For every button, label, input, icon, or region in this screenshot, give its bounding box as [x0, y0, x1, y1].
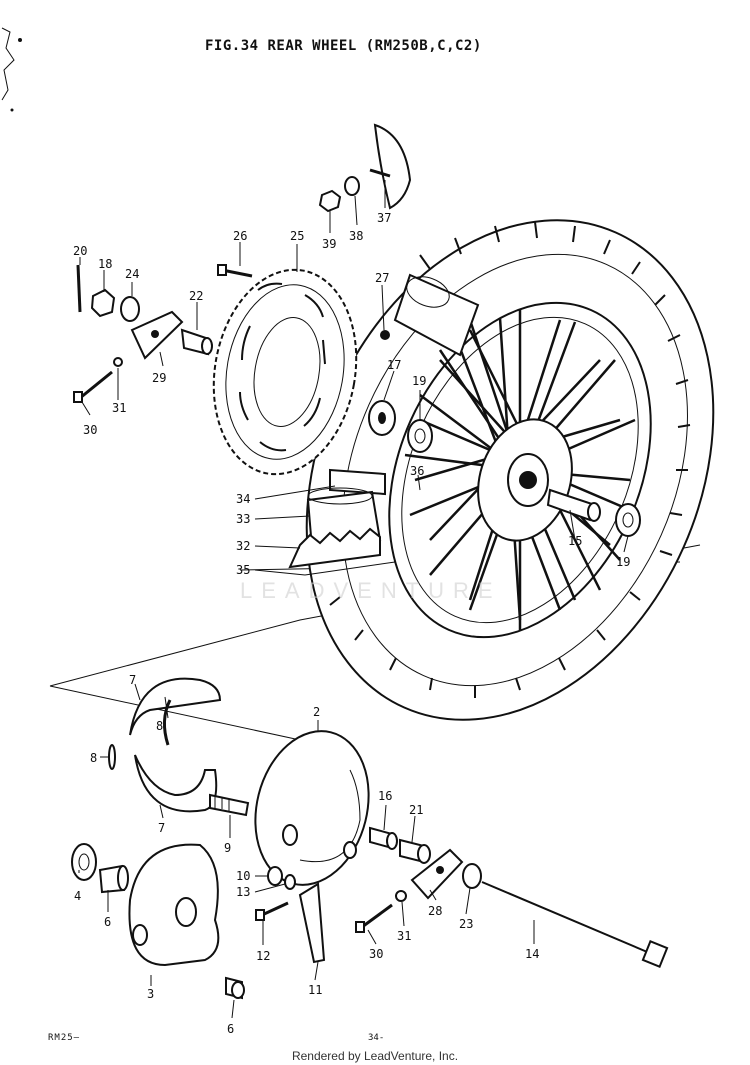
- damper-32: [288, 527, 381, 569]
- chain-adjuster-28: [410, 848, 464, 900]
- render-credit: Rendered by LeadVenture, Inc.: [291, 1049, 459, 1063]
- leader-lines: [78, 180, 629, 1019]
- footer-page-number: 34-: [368, 1033, 385, 1043]
- spacer-6-bottom: [225, 976, 245, 1000]
- callout-23: 23: [459, 917, 473, 931]
- callout-4: 4: [74, 889, 81, 903]
- callout-28: 28: [428, 904, 442, 918]
- brake-shoe-spring: [108, 699, 172, 770]
- spacer-21: [399, 838, 431, 864]
- callout-37: 37: [377, 211, 391, 225]
- callout-24: 24: [125, 267, 139, 281]
- callout-20: 20: [73, 244, 87, 258]
- brake-cam-9: [209, 793, 250, 817]
- callout-19: 19: [412, 374, 426, 388]
- callout-13: 13: [236, 885, 250, 899]
- callout-16: 16: [378, 789, 392, 803]
- bearing-19-right: [615, 503, 641, 537]
- callout-34: 34: [236, 492, 250, 506]
- adjuster-bolt-30-top: [73, 370, 113, 403]
- callout-32: 32: [236, 539, 250, 553]
- rear-sprocket: [212, 268, 358, 476]
- callout-3: 3: [147, 987, 154, 1001]
- drum-cover-3: [128, 843, 220, 967]
- callout-36: 36: [410, 464, 424, 478]
- scan-artifact: [1, 27, 22, 112]
- oil-seal-4: [71, 843, 97, 881]
- callout-26: 26: [233, 229, 247, 243]
- callout-27: 27: [375, 271, 389, 285]
- hub-spacer-15: [546, 488, 601, 522]
- collar-22: [180, 328, 213, 356]
- callout-35: 35: [236, 563, 250, 577]
- axle-14: [481, 881, 669, 968]
- callout-21: 21: [409, 803, 423, 817]
- callout-6-top: 6: [104, 915, 111, 929]
- washer-13: [284, 874, 296, 890]
- callout-9: 9: [224, 841, 231, 855]
- damper-35: [304, 561, 396, 576]
- callout-2: 2: [313, 705, 320, 719]
- adjuster-bolt-30-bottom: [355, 903, 393, 933]
- callout-8-top: 8: [156, 719, 163, 733]
- bolt-12: [255, 901, 289, 921]
- nut-18: [90, 288, 116, 318]
- callout-30: 30: [83, 423, 97, 437]
- rear-hub: [477, 418, 573, 542]
- footer-left-mark: RM25—: [48, 1033, 81, 1043]
- callout-39: 39: [322, 237, 336, 251]
- callout-6-bottom: 6: [227, 1022, 234, 1036]
- brake-arm-11: [298, 882, 326, 964]
- callout-31: 31: [112, 401, 126, 415]
- callout-19-right: 19: [616, 555, 630, 569]
- callout-11: 11: [308, 983, 322, 997]
- callout-12: 12: [256, 949, 270, 963]
- callout-18: 18: [98, 257, 112, 271]
- spacer-16: [369, 826, 398, 850]
- washer-31-bottom: [395, 890, 407, 902]
- bearing-19-left: [407, 419, 433, 453]
- callout-30-bottom: 30: [369, 947, 383, 961]
- rim-band-upper: [393, 273, 480, 357]
- chain-adjuster-29: [130, 310, 184, 360]
- callout-31-bottom: 31: [397, 929, 411, 943]
- brake-shoe-lower: [134, 754, 218, 813]
- sprocket-bolt: [217, 264, 253, 278]
- callout-33: 33: [236, 512, 250, 526]
- callout-25: 25: [290, 229, 304, 243]
- callout-15: 15: [568, 534, 582, 548]
- callout-labels: 20 18 24 22 26 25 27 39 38 37 29 31 30 1…: [73, 211, 630, 1036]
- callout-17: 17: [387, 358, 401, 372]
- sprocket-drum-spacer: [368, 400, 396, 436]
- nut-39: [318, 189, 342, 213]
- callout-10: 10: [236, 869, 250, 883]
- callout-7-bottom: 7: [158, 821, 165, 835]
- brake-shoe-upper: [129, 677, 222, 736]
- sprocket-nut: [380, 330, 390, 340]
- spacer-6-top: [98, 864, 129, 894]
- callout-29: 29: [152, 371, 166, 385]
- spoke-nipple-20: [76, 264, 82, 313]
- callout-38: 38: [349, 229, 363, 243]
- washer-38: [344, 176, 360, 196]
- washer-23: [462, 863, 482, 889]
- hub-cover-plate: [369, 123, 412, 210]
- damper-ring-34: [329, 468, 386, 496]
- washer-31-top: [113, 357, 123, 367]
- callout-8-left: 8: [90, 751, 97, 765]
- washer-24: [120, 296, 140, 322]
- callout-14: 14: [525, 947, 539, 961]
- callout-22: 22: [189, 289, 203, 303]
- brake-panel: [254, 730, 370, 886]
- watermark: LEADVENTURE: [240, 578, 502, 603]
- oring-10: [267, 866, 283, 886]
- callout-7-top: 7: [129, 673, 136, 687]
- figure-title: FIG.34 REAR WHEEL (RM250B,C,C2): [205, 38, 482, 54]
